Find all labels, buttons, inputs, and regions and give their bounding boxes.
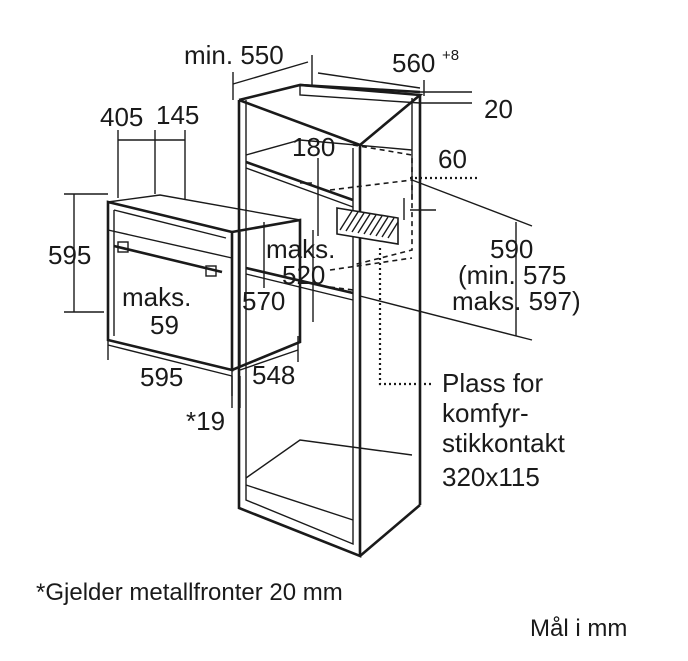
label-595-height: 595 (48, 240, 91, 270)
niche-top-dash (329, 179, 413, 191)
label-590-min: (min. 575 (458, 260, 566, 290)
label-548: 548 (252, 360, 295, 390)
label-405: 405 (100, 102, 143, 132)
cabinet-bottom-back (245, 439, 413, 479)
oven-side (231, 218, 302, 372)
socket-area (336, 207, 399, 245)
dimension-labels: min. 550 560 +8 20 405 145 180 60 595 ma… (48, 40, 581, 436)
label-20: 20 (484, 94, 513, 124)
oven-handle-bar[interactable] (113, 244, 223, 274)
dim-560-line (317, 72, 421, 89)
socket-leader (378, 248, 434, 386)
label-560: 560 (392, 48, 435, 78)
label-min-550: min. 550 (184, 40, 284, 70)
label-590: 590 (490, 234, 533, 264)
niche-base-dash (329, 286, 354, 291)
socket-note-line1: Plass for (442, 368, 543, 398)
label-570: 570 (242, 286, 285, 316)
upper-shelf-back (245, 139, 413, 156)
label-maks-520-b: 520 (282, 260, 325, 290)
cabinet-inner-front (245, 100, 354, 546)
handle-bracket-left (117, 241, 129, 253)
upper-shelf-front (245, 160, 354, 202)
label-19: *19 (186, 406, 225, 436)
niche-outline (329, 144, 413, 291)
footnote: *Gjelder metallfronter 20 mm (36, 579, 343, 606)
socket-hatch (339, 210, 399, 239)
dim-min550-line (232, 61, 309, 85)
upper-shelf-front-lower (245, 167, 354, 208)
dim-590-ext-top (411, 179, 533, 227)
niche-bottom-dash (329, 257, 413, 271)
label-145: 145 (156, 100, 199, 130)
top-back-rail (299, 83, 421, 94)
niche-back-outline (352, 144, 413, 266)
label-560-tolerance: +8 (442, 47, 459, 64)
socket-note: Plass for komfyr- stikkontakt 320x115 (442, 368, 566, 492)
units-note: Mål i mm (530, 615, 627, 642)
label-180: 180 (292, 132, 335, 162)
label-590-max: maks. 597) (452, 286, 581, 316)
handle-bracket-right (205, 265, 217, 277)
label-maks-520-a: maks. (266, 234, 335, 264)
socket-note-line2: komfyr- (442, 398, 529, 428)
dimension-lines (64, 55, 533, 408)
label-maks-59-a: maks. (122, 282, 191, 312)
cabinet-bottom-right (359, 504, 421, 557)
cabinet-top-surface (238, 83, 424, 146)
label-maks-59-b: 59 (150, 310, 179, 340)
oven-control-strip (107, 229, 233, 259)
cabinet-front-left-edge (237, 100, 362, 558)
cabinet-top-front-edge (238, 98, 361, 147)
top-back-rail-lower (299, 85, 421, 104)
cabinet-bottom-front (245, 484, 354, 521)
label-595-width: 595 (140, 362, 183, 392)
oven-front-inner-top (113, 209, 227, 239)
dim-548-line (239, 349, 299, 371)
socket-note-line4: 320x115 (442, 462, 540, 492)
dim-590-ext-bot (359, 295, 533, 341)
socket-note-line3: stikkontakt (442, 428, 566, 458)
label-60: 60 (438, 144, 467, 174)
dim-595w-line (107, 344, 233, 377)
